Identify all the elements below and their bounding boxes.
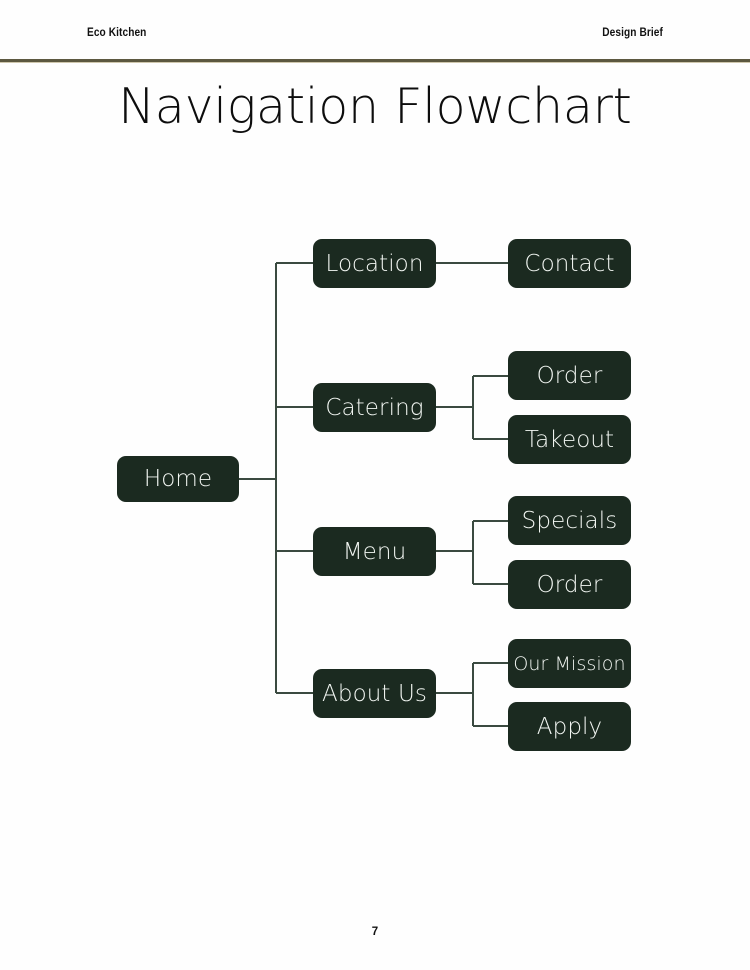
header-rule-underline (0, 62, 750, 63)
node-order-catering-label: Order (536, 362, 603, 389)
page-number: 7 (371, 926, 379, 938)
node-order-menu[interactable]: Order (508, 560, 631, 609)
node-order-menu-label: Order (536, 571, 603, 598)
node-apply-label: Apply (536, 713, 603, 740)
header-rule (0, 59, 750, 62)
node-catering[interactable]: Catering (313, 383, 436, 432)
node-catering-label: Catering (325, 394, 424, 421)
node-specials[interactable]: Specials (508, 496, 631, 545)
node-menu-label: Menu (342, 538, 407, 565)
header-left-label: Eco Kitchen (87, 27, 147, 39)
node-order-catering[interactable]: Order (508, 351, 631, 400)
node-about-us[interactable]: About Us (313, 669, 436, 718)
node-takeout[interactable]: Takeout (508, 415, 631, 464)
header-right-label: Design Brief (602, 27, 663, 39)
node-about-us-label: About Us (322, 680, 427, 707)
node-location-label: Location (325, 250, 424, 277)
node-our-mission[interactable]: Our Mission (508, 639, 631, 688)
node-apply[interactable]: Apply (508, 702, 631, 751)
node-takeout-label: Takeout (524, 426, 615, 453)
node-specials-label: Specials (521, 507, 618, 534)
node-our-mission-label: Our Mission (513, 652, 626, 675)
node-location[interactable]: Location (313, 239, 436, 288)
node-contact-label: Contact (524, 250, 615, 277)
page-title: Navigation Flowchart (118, 78, 632, 135)
node-home[interactable]: Home (117, 456, 239, 502)
node-home-label: Home (143, 466, 213, 492)
node-contact[interactable]: Contact (508, 239, 631, 288)
node-menu[interactable]: Menu (313, 527, 436, 576)
page-header: Eco Kitchen Design Brief (0, 0, 750, 59)
